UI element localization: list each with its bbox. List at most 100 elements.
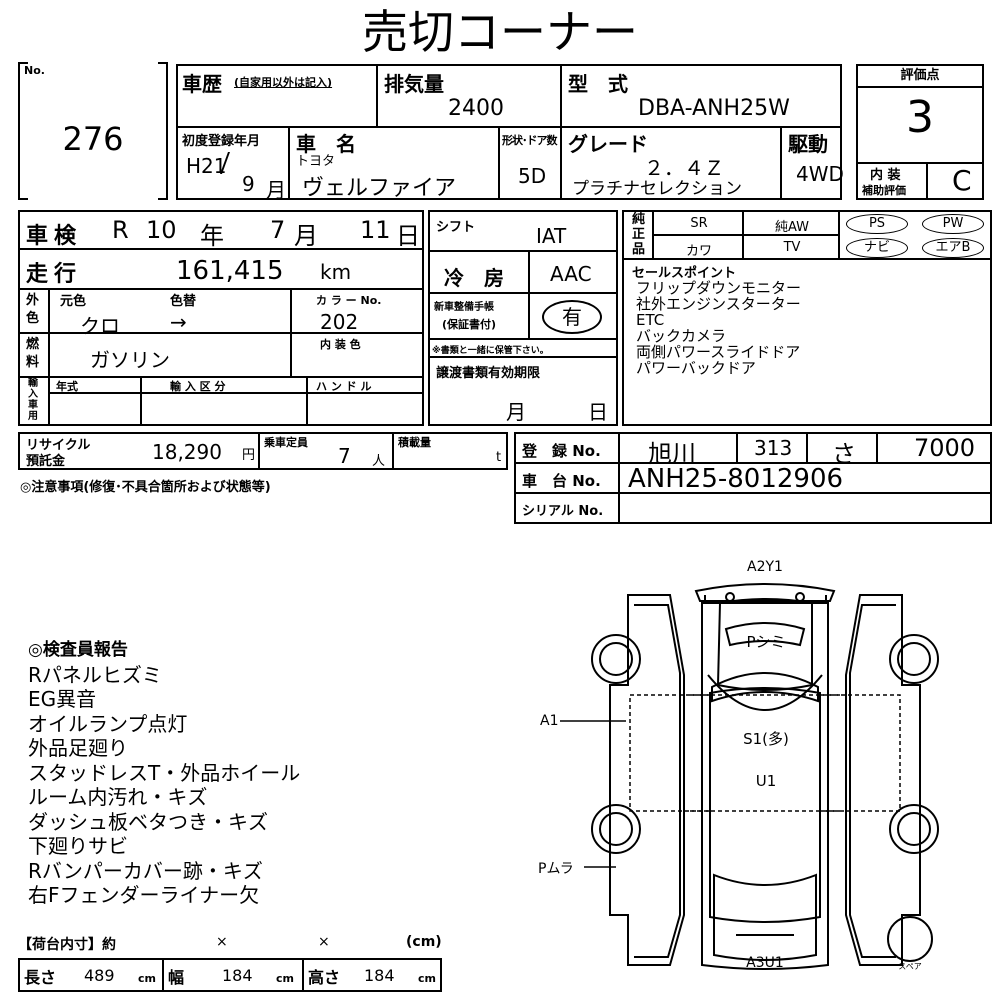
shaken-month-unit: 月	[294, 222, 318, 250]
shift-label: シフト	[436, 220, 476, 235]
load-label: 積載量	[398, 436, 431, 449]
transfer-month: 月	[506, 400, 526, 424]
car-damage-diagram: A2Y1 Pシミ A1 S1(多) U1 Pムラ A3U1 スペア	[538, 559, 939, 971]
cargo-header: 【荷台内寸】約 × × (cm)	[18, 934, 442, 956]
registration-area: 旭川	[648, 440, 696, 468]
sales-points-label: セールスポイント	[632, 266, 737, 281]
lot-number-label: No.	[24, 64, 45, 77]
diagram-label-a1: A1	[540, 713, 558, 729]
shaken-year: 10	[146, 216, 177, 244]
inspector-item: オイルランプ点灯	[28, 711, 188, 736]
car-name-value: ヴェルファイア	[302, 176, 457, 201]
color-code-label: カ ラ ー No.	[316, 294, 382, 307]
option-aw: 純AW	[774, 220, 810, 235]
import-class-label: 輸 入 区 分	[170, 380, 226, 393]
diagram-label-spare: スペア	[898, 962, 921, 971]
capacity-label: 乗車定員	[264, 436, 308, 449]
diagram-label-p-mura: Pムラ	[538, 861, 574, 877]
cargo-x1: ×	[216, 934, 228, 950]
door-value: 5D	[518, 164, 547, 188]
first-reg-label: 初度登録年月	[182, 134, 261, 149]
first-reg-era: H21	[186, 154, 227, 178]
inspector-item: Rバンパーカバー跡・キズ	[28, 858, 263, 883]
recycle-unit: 円	[242, 448, 256, 463]
model-type-label: 型 式	[568, 72, 628, 96]
options-block: 純正品 SR 純AW カワ TV PS PW ナビ エアB セールスポイント フ…	[622, 210, 992, 426]
diagram-label-bottom: A3U1	[746, 955, 784, 971]
diagram-label-p-shimi: Pシミ	[746, 633, 785, 651]
inspector-item: EG異音	[28, 687, 97, 711]
option-sr: SR	[690, 216, 708, 231]
ac-label: 冷 房	[444, 266, 504, 290]
page-title: 売切コーナー	[362, 5, 638, 59]
capacity-value: 7	[338, 444, 351, 468]
first-reg-month: 9	[242, 172, 255, 196]
registration-serial: 7000	[914, 434, 976, 462]
import-year-label: 年式	[56, 380, 78, 393]
cargo-length-label: 長さ	[24, 968, 57, 987]
grade-label: グレード	[568, 132, 648, 156]
color-arrow: →	[170, 310, 187, 334]
cargo-height-unit: cm	[418, 972, 436, 985]
chassis-label: 車 台 No.	[522, 472, 601, 490]
sales-point-item: フリップダウンモニター	[636, 279, 802, 297]
import-label: 輸入車用	[28, 378, 38, 422]
score-label: 評価点	[858, 66, 982, 88]
inspector-item: 下廻りサビ	[28, 834, 128, 858]
caution-heading: ◎注意事項(修復･不具合箇所および状態等)	[20, 480, 271, 495]
mileage-label: 走行	[26, 262, 83, 287]
shaken-day-unit: 日	[396, 222, 420, 250]
cargo-label: 【荷台内寸】約	[18, 937, 116, 953]
first-reg-month-unit: 月	[266, 178, 286, 202]
transfer-docs-label: 譲渡書類有効期限	[436, 366, 541, 381]
capacity-unit: 人	[372, 454, 386, 469]
option-tv: TV	[783, 240, 801, 255]
outer-color-label: 外色	[26, 293, 40, 326]
car-name-label: 車 名	[296, 132, 356, 156]
cargo-length: 489	[84, 966, 115, 985]
interior-score-value: C	[952, 164, 972, 197]
lot-number-box: No. 276	[18, 62, 168, 200]
lot-number-value: 276	[62, 120, 124, 158]
cargo-width-unit: cm	[276, 972, 294, 985]
registration-block: 登 録 No. 旭川 313 さ 7000 車 台 No. ANH25-8012…	[514, 432, 992, 524]
color-code-value: 202	[320, 310, 359, 334]
sales-point-item: 社外エンジンスターター	[636, 295, 801, 313]
cargo-height-label: 高さ	[308, 968, 341, 987]
diagram-label-u1: U1	[756, 772, 777, 790]
inspector-item: ダッシュ板ベタつき・キズ	[28, 809, 268, 834]
handle-label: ハ ン ド ル	[316, 380, 372, 393]
option-ps: PS	[846, 214, 908, 234]
grade-line2: プラチナセレクション	[572, 179, 742, 199]
option-airbag: エアB	[922, 238, 984, 258]
cargo-unit: (cm)	[406, 934, 442, 950]
interior-color-label: 内 装 色	[320, 338, 361, 351]
diagram-label-s1: S1(多)	[743, 730, 789, 748]
sales-point-item: ETC	[636, 311, 665, 329]
displacement-label: 排気量	[384, 72, 444, 96]
history-label: 車歴	[182, 72, 222, 96]
score-value: 3	[906, 92, 934, 143]
score-box: 評価点 3 内 装 補助評価 C	[856, 64, 984, 200]
inspector-item: 右Fフェンダーライナー欠	[28, 883, 260, 907]
cargo-dimensions: 長さ 489 cm 幅 184 cm 高さ 184 cm	[18, 958, 442, 992]
shaken-year-unit: 年	[200, 222, 224, 250]
inspector-item: Rパネルヒズミ	[28, 662, 162, 687]
sales-point-item: 両側パワースライドドア	[636, 343, 801, 361]
interior-score-label2: 補助評価	[862, 184, 906, 197]
vehicle-info-top: 車歴 (自家用以外は記入) 排気量 2400 型 式 DBA-ANH25W 初度…	[176, 64, 844, 202]
history-note: (自家用以外は記入)	[234, 76, 333, 89]
registration-label: 登 録 No.	[522, 442, 601, 460]
cargo-width: 184	[222, 966, 253, 985]
chassis-value: ANH25-8012906	[628, 464, 844, 494]
inspector-item: 外品足廻り	[28, 736, 128, 760]
serial-no-label: シリアル No.	[522, 504, 604, 519]
inspection-block: 車検 R 10 年 7 月 11 日 走行 161,415 km 外色 元色 色…	[18, 210, 424, 426]
sales-point-item: バックカメラ	[636, 327, 727, 345]
model-type-value: DBA-ANH25W	[638, 96, 790, 121]
recycle-label2: 預託金	[26, 454, 66, 469]
color-change-label: 色替	[170, 294, 197, 309]
registration-number: 313	[754, 436, 793, 460]
transfer-day: 日	[588, 400, 608, 424]
cargo-length-unit: cm	[138, 972, 156, 985]
